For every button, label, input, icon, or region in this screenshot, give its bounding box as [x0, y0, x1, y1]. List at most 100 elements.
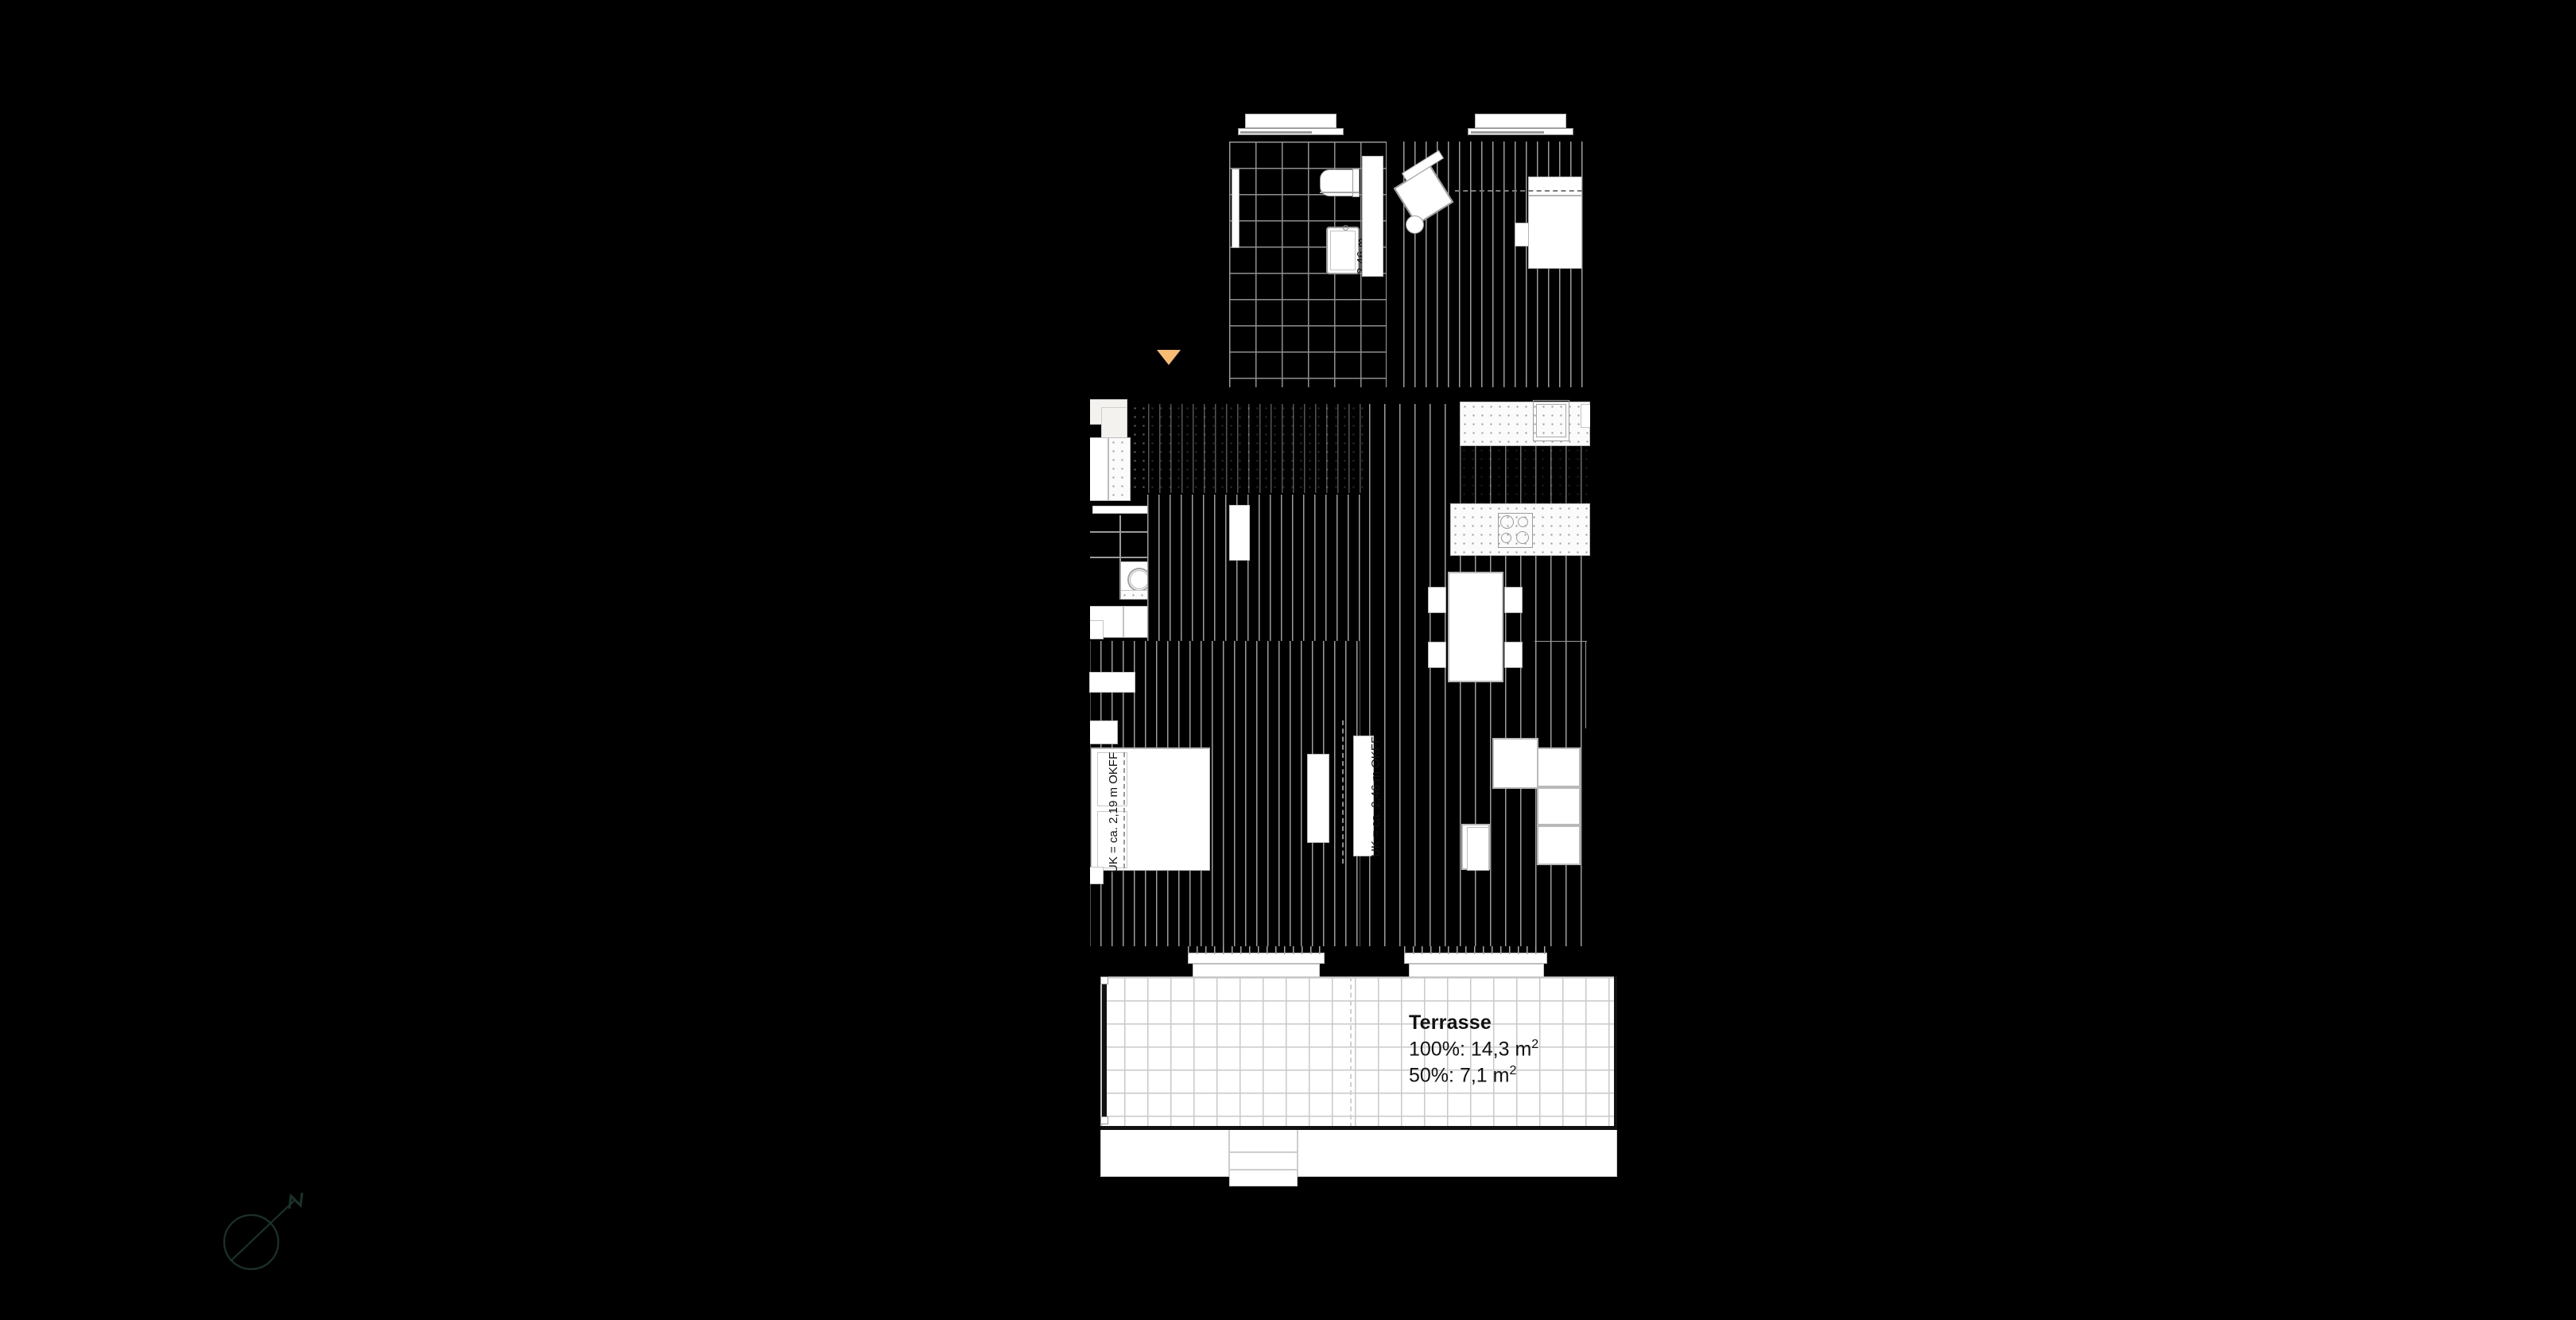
terrace-joint-dash: [1350, 976, 1352, 1128]
door-leaf-corridor-left: [1307, 754, 1329, 843]
terrace-area-100-prefix: 100%:: [1409, 1038, 1465, 1061]
sofa-fixture-seat: [1492, 738, 1538, 789]
wall-bath-bedroom: [1387, 142, 1403, 391]
dining-chair-1: [1428, 587, 1446, 613]
ground-slab-center: [1229, 1129, 1298, 1186]
dining-chair-2: [1428, 642, 1446, 668]
terrace-parapet-left: [1102, 981, 1107, 1123]
ground-slab-center-div-a: [1229, 1151, 1298, 1153]
door-swing-dash-bedroom: [1455, 190, 1582, 192]
terrace-parapet-cap-top: [1100, 976, 1108, 984]
bathtub-inner: [1330, 231, 1356, 270]
nightstand-upper: [1515, 223, 1529, 247]
terrace-area-100-value: 14,3: [1470, 1038, 1510, 1061]
wall-left-outer: [1088, 399, 1090, 948]
terrace-parapet-right: [1614, 976, 1617, 1128]
kitchen-worktop-upper: [1460, 402, 1590, 446]
sofa-fixture-back-b: [1537, 825, 1581, 865]
dining-chair-4: [1504, 642, 1523, 668]
hall-wood-over-cabinets: [1148, 404, 1387, 493]
closet-band-divider: [1123, 606, 1124, 638]
compass-circle: [223, 1213, 280, 1271]
entry-mat: [1108, 437, 1131, 501]
entry-vestibule: [1089, 437, 1108, 501]
guide-stub-b: [1089, 672, 1135, 693]
sofa-fixture-chaise: [1537, 747, 1581, 787]
terrace-label-line-1: 100%: 14,3 m2: [1409, 1036, 1538, 1062]
viewpoint-marker[interactable]: [1157, 350, 1181, 365]
terrace-area-100-unit: m: [1515, 1038, 1532, 1061]
ground-slab-left: [1100, 1129, 1229, 1177]
niche-left-a: [1089, 620, 1104, 639]
cooktop-fixture: [1498, 513, 1533, 548]
shaft-upper-left: [1232, 169, 1240, 248]
window-bath-frame: [1245, 114, 1336, 128]
wall-right-outer: [1590, 404, 1593, 948]
wardrobe-fixture: [1467, 827, 1489, 871]
dimension-label-hall: UK = ca. 2,46 m OKFF: [1369, 736, 1383, 857]
bed-pillow-line-upper: [1528, 195, 1582, 196]
cooktop-burner-4-icon: [1516, 531, 1529, 544]
terrace-window-left-frame: [1188, 953, 1325, 964]
nightstand-lower-a: [1089, 720, 1118, 744]
door-leaf-corridor-right: [1353, 736, 1374, 856]
window-bath-rail: [1240, 131, 1312, 134]
bed-niche-lower: [1097, 811, 1127, 868]
dining-chair-3: [1504, 587, 1523, 613]
kitchen-sink-fixture: [1533, 400, 1569, 441]
living-guide-dash-h: [1534, 641, 1587, 642]
toilet-flush-line: [1320, 192, 1360, 193]
terrace-floor: [1100, 976, 1617, 1128]
terrace-window-left-grille: [1188, 946, 1325, 954]
terrace-area-50-unit: m: [1492, 1064, 1510, 1087]
terrace-window-right-grille: [1404, 946, 1547, 954]
terrace-label: Terrasse 100%: 14,3 m2 50%: 7,1 m2: [1409, 1010, 1538, 1089]
cooktop-burner-3-icon: [1501, 533, 1511, 543]
side-table-fixture: [1406, 215, 1424, 234]
terrace-area-50-value: 7,1: [1459, 1064, 1488, 1087]
terrace-area-50-exp: 2: [1509, 1064, 1517, 1078]
terrace-area-50-prefix: 50%:: [1409, 1064, 1454, 1087]
terrace-area-100-exp: 2: [1531, 1038, 1539, 1051]
terrace-window-right-frame: [1404, 953, 1547, 964]
compass-north-letter: [288, 1192, 304, 1209]
bed-niche-dash: [1123, 752, 1125, 868]
utility-wall-line-c: [1119, 515, 1121, 600]
bathtub-fixture: [1326, 227, 1360, 274]
corridor-center-dash: [1342, 720, 1344, 864]
bed-headboard-line: [1091, 747, 1210, 749]
sofa-fixture-back-a: [1537, 787, 1581, 825]
wall-bottom-main: [1089, 946, 1592, 953]
window-bedroom-rail: [1471, 131, 1544, 134]
washing-machine-drum-inner-icon: [1130, 570, 1149, 589]
compass-icon: [223, 1192, 304, 1271]
bed-fixture-lower: [1091, 747, 1210, 871]
dimension-label-bedroom: UK = ca. 2,19 m OKFF: [1107, 751, 1120, 873]
kitchen-midband-wood: [1460, 446, 1590, 503]
niche-left-b: [1089, 867, 1104, 884]
terrace-label-name: Terrasse: [1409, 1011, 1492, 1034]
ground-slab-center-div-b: [1229, 1169, 1298, 1171]
cooktop-burner-1-icon: [1500, 515, 1514, 529]
cooktop-burner-2-icon: [1518, 517, 1528, 527]
wall-upper-block-bottom: [1229, 387, 1590, 392]
section-break-line: [1100, 1126, 1617, 1130]
label-strip-utility: [1092, 506, 1150, 514]
kitchen-sink-basin: [1536, 404, 1566, 437]
entry-closet-fixture-2: [1101, 407, 1127, 441]
dining-table-fixture: [1448, 572, 1503, 682]
compass-needle: [230, 1198, 297, 1262]
ground-slab-right: [1298, 1129, 1617, 1177]
compass-north-arrow: [213, 1185, 308, 1280]
bathtub-drain-icon: [1343, 225, 1348, 231]
bathroom-floor: [1229, 142, 1387, 391]
terrace-label-line-2: 50%: 7,1 m2: [1409, 1062, 1538, 1089]
bed-niche-upper: [1097, 752, 1127, 806]
guide-stub-a: [1229, 505, 1250, 561]
window-bedroom-frame: [1475, 114, 1566, 128]
living-guide-dash: [1585, 641, 1586, 728]
partition-bath-right: [1362, 156, 1383, 277]
terrace-parapet-cap-bottom: [1100, 1116, 1108, 1124]
